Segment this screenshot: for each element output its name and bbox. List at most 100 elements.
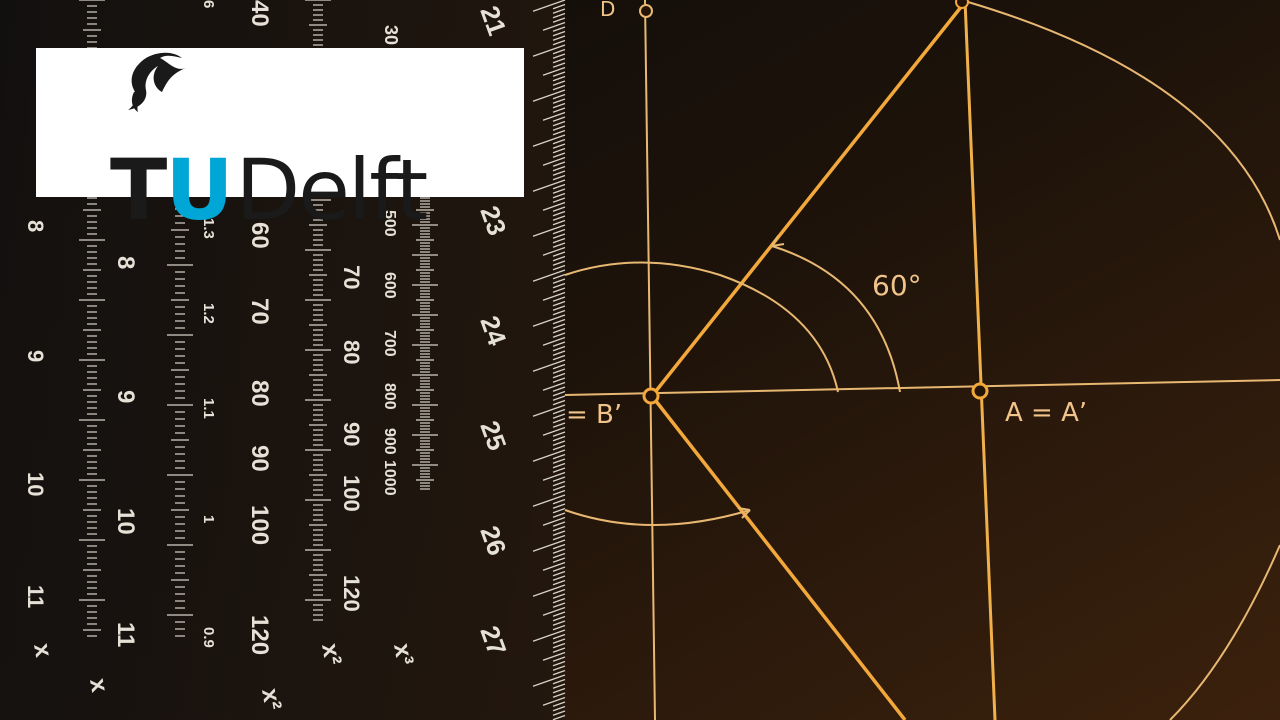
- x3-scale-label: 900: [381, 428, 398, 455]
- flame-icon: [128, 52, 186, 112]
- inch-ruler-tick: [552, 444, 566, 451]
- inch-ruler-tick: [552, 17, 566, 23]
- inch-ruler-tick: [552, 26, 566, 32]
- inch-ruler-tick: [552, 318, 566, 325]
- inch-ruler-tick: [552, 287, 566, 293]
- inch-ruler-tick: [552, 683, 566, 689]
- x2-scale-label-secondary: 100: [339, 475, 364, 512]
- inch-ruler-tick: [552, 476, 566, 482]
- x-scale-label: 11: [112, 622, 139, 647]
- inch-ruler-tick: [532, 359, 566, 372]
- inch-ruler-tick: [552, 588, 566, 595]
- scale-symbol: x²: [316, 641, 346, 667]
- point-b-label: = B’: [566, 400, 622, 430]
- inch-ruler-tick: [552, 417, 566, 424]
- reciprocal-scale-label: 1.3: [200, 218, 217, 239]
- inch-ruler-tick: [552, 251, 566, 257]
- ray-downward: [650, 394, 907, 720]
- inch-ruler-tick: [552, 323, 566, 329]
- inch-ruler-tick: [532, 224, 566, 237]
- inch-ruler-tick: [552, 188, 566, 194]
- inch-ruler-tick: [552, 422, 566, 428]
- inch-ruler-tick: [532, 44, 566, 57]
- inch-ruler-tick: [552, 521, 566, 527]
- inch-ruler-tick: [552, 557, 566, 563]
- inch-ruler-tick: [542, 66, 566, 76]
- inch-ruler-tick: [552, 570, 566, 577]
- inch-ruler-tick: [552, 624, 566, 631]
- horizontal-line: [564, 379, 1280, 396]
- inch-ruler-tick: [552, 498, 566, 505]
- geometry-construction: 60° = B’ A = A’ D: [564, 0, 1280, 720]
- inch-ruler-tick: [552, 363, 566, 370]
- angle-arc-60: [771, 245, 901, 393]
- inch-ruler-tick: [552, 98, 566, 104]
- inch-ruler-tick: [552, 8, 566, 14]
- inch-ruler-tick: [552, 678, 566, 685]
- inch-ruler-tick: [552, 102, 566, 109]
- inch-ruler-tick: [552, 309, 566, 316]
- inch-ruler-tick: [552, 489, 566, 496]
- inch-ruler-tick: [542, 651, 566, 661]
- angle-arrow: [771, 235, 785, 247]
- inch-ruler-tick: [552, 615, 566, 622]
- inch-ruler-tick: [552, 638, 566, 644]
- inch-ruler-tick: [542, 696, 566, 706]
- inch-ruler-tick: [552, 197, 566, 203]
- inch-ruler-tick: [552, 548, 566, 554]
- point-b-marker: [642, 387, 660, 405]
- ray-60-degree: [650, 0, 967, 398]
- inch-ruler-tick: [552, 210, 566, 217]
- inch-ruler-tick: [552, 305, 566, 311]
- inch-ruler-tick: [532, 404, 566, 417]
- x-scale-label-rotated: 10: [23, 472, 48, 496]
- inch-ruler-tick: [542, 201, 566, 211]
- vertical-line-b: [644, 0, 656, 720]
- x2-scale-label: 40: [246, 0, 273, 27]
- inch-ruler-tick: [552, 440, 566, 446]
- inch-ruler-tick: [552, 435, 566, 442]
- inch-ruler-tick: [552, 345, 566, 352]
- x2-scale-label-secondary: 70: [339, 265, 364, 289]
- x-scale-label: 10: [112, 508, 139, 535]
- point-d-marker: [639, 4, 653, 18]
- x2-scale-label-secondary: 90: [339, 422, 364, 446]
- inch-ruler-tick: [552, 80, 566, 86]
- inch-ruler-tick: [552, 480, 566, 487]
- inch-ruler-tick: [552, 660, 566, 667]
- point-a-label: A = A’: [1005, 398, 1087, 428]
- inch-ruler-tick: [542, 426, 566, 436]
- inch-ruler-tick: [552, 242, 566, 248]
- inch-ruler-tick: [542, 471, 566, 481]
- logo-u: U: [165, 141, 233, 239]
- inch-ruler-tick: [552, 233, 566, 239]
- inch-ruler-tick: [552, 647, 566, 653]
- inch-ruler-tick: [532, 629, 566, 642]
- inch-ruler-tick: [532, 494, 566, 507]
- inch-ruler-tick: [532, 449, 566, 462]
- point-a-marker: [971, 382, 989, 400]
- x3-scale-label: 800: [381, 383, 398, 410]
- point-d-label: D: [600, 0, 615, 21]
- inch-ruler-tick: [552, 341, 566, 347]
- inch-ruler-tick: [532, 674, 566, 687]
- inch-ruler-tick: [542, 246, 566, 256]
- reciprocal-scale-label: 6: [200, 0, 217, 8]
- inch-ruler-tick: [552, 129, 566, 136]
- inch-ruler-tick: [552, 633, 566, 640]
- inch-ruler-tick: [552, 656, 566, 662]
- inch-ruler-tick: [552, 273, 566, 280]
- inch-ruler-tick: [552, 579, 566, 586]
- inch-ruler-tick: [552, 206, 566, 212]
- inch-ruler-tick: [552, 399, 566, 406]
- inch-ruler-tick: [552, 714, 566, 720]
- inch-ruler-tick: [552, 215, 566, 221]
- inch-ruler-tick: [552, 350, 566, 356]
- inch-ruler-tick: [552, 71, 566, 77]
- inch-ruler-tick: [552, 701, 566, 707]
- inch-ruler-tick: [542, 336, 566, 346]
- inch-ruler-tick: [552, 705, 566, 712]
- inch-ruler-tick: [552, 485, 566, 491]
- logo-wordmark: TUDelft: [110, 141, 428, 239]
- reciprocal-scale-label: 1: [200, 515, 217, 523]
